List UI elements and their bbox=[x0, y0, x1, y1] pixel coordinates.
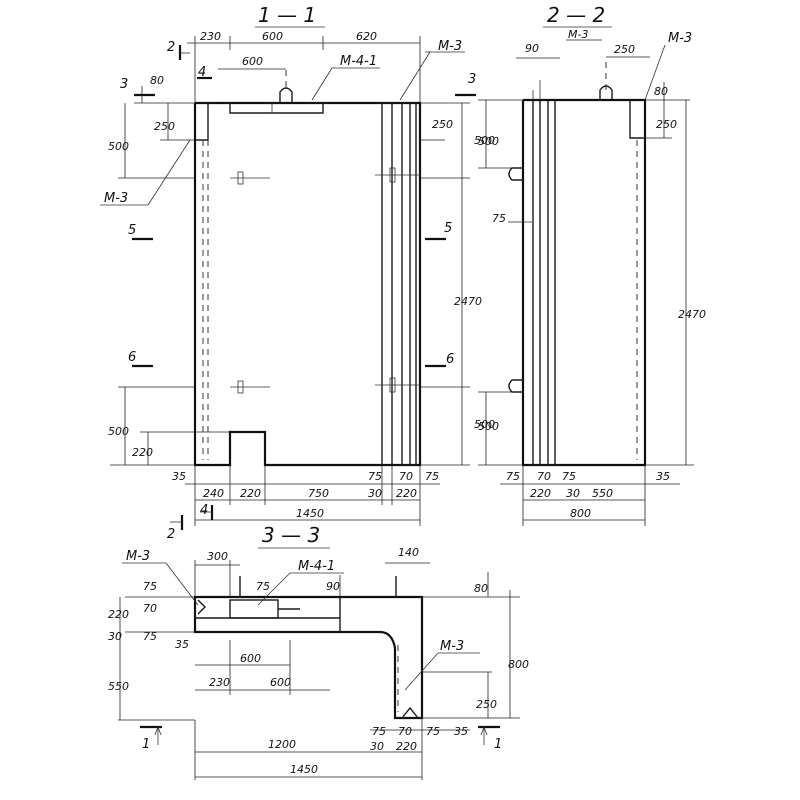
dim-30-33-bottom: 30 bbox=[370, 740, 384, 753]
dim-230-33: 230 bbox=[209, 676, 230, 689]
dim-550-22-bottom: 550 bbox=[592, 487, 613, 500]
dim-75-22: 75 bbox=[492, 212, 506, 225]
m3-label-left: М-3 bbox=[104, 191, 128, 206]
dim-35-bottom-left: 35 bbox=[172, 470, 186, 483]
section-1-1-title: 1 — 1 bbox=[258, 3, 316, 27]
dim-35-22-bottom: 35 bbox=[656, 470, 670, 483]
dim-240-bottom: 240 bbox=[203, 487, 224, 500]
dim-75-33-top: 75 bbox=[256, 580, 270, 593]
m3-label-22-right: М-3 bbox=[668, 31, 692, 46]
cut-4-bottom: 4 bbox=[200, 503, 208, 518]
dim-220-22-bottom: 220 bbox=[530, 487, 551, 500]
dim-1450-33: 1450 bbox=[290, 763, 318, 776]
cut-3-left: 3 bbox=[120, 77, 128, 92]
m3-label-33-right: М-3 bbox=[440, 639, 464, 654]
dim-250-22-top: 250 bbox=[614, 43, 635, 56]
dim-500-left-bottom: 500 bbox=[108, 425, 129, 438]
m3-label-right: М-3 bbox=[438, 39, 462, 54]
dim-600-top: 600 bbox=[262, 30, 283, 43]
dim-250-right: 250 bbox=[432, 118, 453, 131]
dim-75-33-bottom: 75 bbox=[372, 725, 386, 738]
section-3-3-title: 3 — 3 bbox=[262, 523, 320, 547]
dim-220-left: 220 bbox=[132, 446, 153, 459]
dim-30-bottom: 30 bbox=[368, 487, 382, 500]
dim-30-33: 30 bbox=[108, 630, 122, 643]
dim-75-22-bottom: 75 bbox=[506, 470, 520, 483]
dim-220-33: 220 bbox=[108, 608, 129, 621]
dim-70-33-left: 70 bbox=[143, 602, 157, 615]
m3-label-22: М-3 bbox=[568, 28, 588, 41]
dim-80-33: 80 bbox=[474, 582, 488, 595]
dim-600-inner: 600 bbox=[242, 55, 263, 68]
m41-label-top: М-4-1 bbox=[340, 54, 377, 69]
m41-label-33: М-4-1 bbox=[298, 559, 335, 574]
dim-750-bottom: 750 bbox=[308, 487, 329, 500]
cut-3-right: 3 bbox=[468, 72, 476, 87]
cut-1-right: 1 bbox=[494, 737, 502, 752]
cut-1-left: 1 bbox=[142, 737, 150, 752]
section-2-2-title: 2 — 2 bbox=[547, 3, 605, 27]
dim-230-top: 230 bbox=[200, 30, 221, 43]
cut-4-top: 4 bbox=[198, 65, 206, 80]
cut-6-right: 6 bbox=[446, 352, 454, 367]
dim-75-22-bottom-b: 75 bbox=[562, 470, 576, 483]
dim-800-33: 800 bbox=[508, 658, 529, 671]
section-2-2: 2 — 2 90 М-3 250 М-3 80 250 2470 bbox=[474, 3, 706, 526]
dim-80-left: 80 bbox=[150, 74, 164, 87]
cut-6-left: 6 bbox=[128, 350, 136, 365]
cut-2-top: 2 bbox=[167, 40, 175, 55]
dim-500-right-bottom: 500 bbox=[478, 420, 499, 433]
dim-70-22-bottom: 70 bbox=[537, 470, 551, 483]
cut-2-bottom: 2 bbox=[167, 527, 175, 542]
dim-220-bottom: 220 bbox=[240, 487, 261, 500]
dim-220-33-bottom: 220 bbox=[396, 740, 417, 753]
dim-800-22-bottom: 800 bbox=[570, 507, 591, 520]
section-1-1: 1 — 1 230 600 bbox=[100, 3, 499, 542]
dim-75-bottom: 75 bbox=[368, 470, 382, 483]
dim-30-22-bottom: 30 bbox=[566, 487, 580, 500]
dim-70-bottom: 70 bbox=[399, 470, 413, 483]
dim-1450-bottom: 1450 bbox=[296, 507, 324, 520]
dim-500-22-top: 500 bbox=[474, 134, 495, 147]
dim-75-bottom-right: 75 bbox=[425, 470, 439, 483]
dim-500-22-bottom: 500 bbox=[474, 418, 495, 431]
dim-90-22: 90 bbox=[525, 42, 539, 55]
dim-80-22: 80 bbox=[654, 85, 668, 98]
dim-75-33-left: 75 bbox=[143, 580, 157, 593]
dim-140-33: 140 bbox=[398, 546, 419, 559]
dim-500-left-top: 500 bbox=[108, 140, 129, 153]
dim-2470-right: 2470 bbox=[454, 295, 482, 308]
dim-35-33-bottom: 35 bbox=[454, 725, 468, 738]
dim-600-33-a: 600 bbox=[240, 652, 261, 665]
cut-5-right: 5 bbox=[444, 221, 452, 236]
m3-label-33-left: М-3 bbox=[126, 549, 150, 564]
dim-250-33: 250 bbox=[476, 698, 497, 711]
dim-75-33-left-b: 75 bbox=[143, 630, 157, 643]
dim-35-33-left: 35 bbox=[175, 638, 189, 651]
dim-550-33: 550 bbox=[108, 680, 129, 693]
dim-90-33: 90 bbox=[326, 580, 340, 593]
dim-620-top: 620 bbox=[356, 30, 377, 43]
section-3-3: 3 — 3 300 140 М-3 М-4-1 75 90 220 bbox=[108, 523, 529, 780]
dim-600-33-b: 600 bbox=[270, 676, 291, 689]
dim-300-33: 300 bbox=[207, 550, 228, 563]
dim-220-bottom-right: 220 bbox=[396, 487, 417, 500]
dim-250-22: 250 bbox=[656, 118, 677, 131]
dim-2470-22: 2470 bbox=[678, 308, 706, 321]
dim-500-right-top: 500 bbox=[478, 135, 499, 148]
dim-75-33-bottom-b: 75 bbox=[426, 725, 440, 738]
dim-1200-33: 1200 bbox=[268, 738, 296, 751]
dim-250-left: 250 bbox=[154, 120, 175, 133]
cut-5-left: 5 bbox=[128, 223, 136, 238]
dim-70-33-bottom: 70 bbox=[398, 725, 412, 738]
